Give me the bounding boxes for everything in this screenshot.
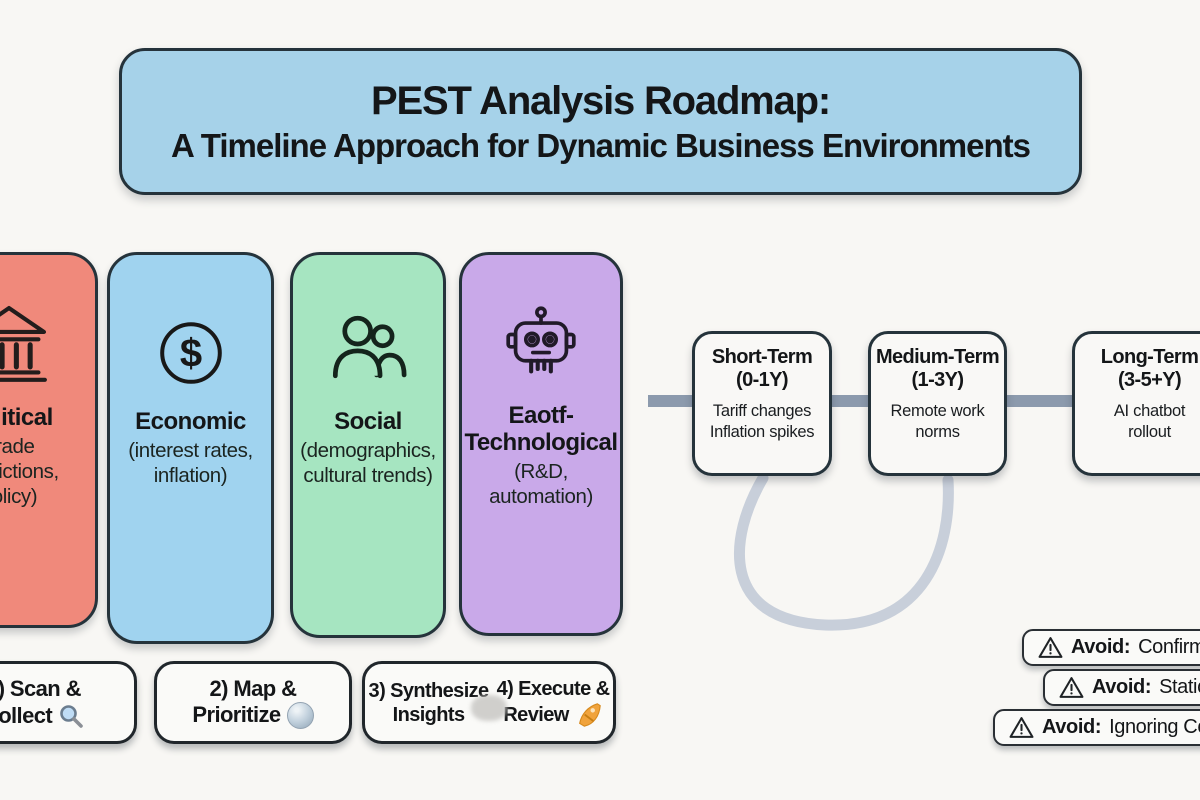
warning-icon <box>1059 676 1084 699</box>
warning-text: Ignoring Connections <box>1109 716 1200 738</box>
warning-ignoring-connections: Avoid: Ignoring Connections <box>993 709 1200 746</box>
step3-line1: 3) Synthesize <box>368 679 490 702</box>
card-economic-title: Economic <box>135 408 246 435</box>
milestone-short-term-detail: Tariff changes Inflation spikes <box>709 402 815 441</box>
step-map-prioritize: 2) Map & Prioritize <box>154 661 352 744</box>
step-synthesize-execute: 3) Synthesize Insights 4) Execute & Revi… <box>362 661 616 744</box>
step2-line2: Prioritize <box>192 702 281 728</box>
milestone-medium-term: Medium-Term (1-3Y) Remote work norms <box>868 331 1007 476</box>
rocket-icon <box>575 701 603 729</box>
card-social-subtitle: (demographics, cultural trends) <box>300 438 436 487</box>
warning-text: Static Planning <box>1159 676 1200 698</box>
card-political-title: Political <box>0 404 53 431</box>
card-technological-title: Eaotf- Technological <box>464 402 618 456</box>
card-social: Social (demographics, cultural trends) <box>290 252 446 638</box>
orb-icon <box>286 702 314 730</box>
card-economic-subtitle: (interest rates, inflation) <box>128 438 253 487</box>
step-scan-collect: 1) Scan & Collect <box>0 661 137 744</box>
people-icon <box>325 307 411 393</box>
svg-text:$: $ <box>179 332 201 376</box>
warning-confirmation-bias: Avoid: Confirmation Bias <box>1022 629 1200 666</box>
step1-line1: 1) Scan & <box>0 676 82 702</box>
step4-line1: 4) Execute & <box>496 677 610 700</box>
milestone-medium-term-detail: Remote work norms <box>890 402 985 441</box>
step1-line2: Collect <box>0 702 53 728</box>
magnifier-icon <box>58 703 84 729</box>
card-technological-subtitle: (R&D, automation) <box>489 459 593 508</box>
card-political: Political (trade restrictions, policy) <box>0 252 98 628</box>
step3-line2: Insights <box>392 703 465 726</box>
card-social-title: Social <box>334 408 402 435</box>
milestone-long-term-title: Long-Term (3-5+Y) <box>1100 346 1199 391</box>
puzzle-icon <box>470 694 507 721</box>
warning-label: Avoid: <box>1042 716 1102 738</box>
warning-icon <box>1009 716 1034 739</box>
step4-line2: Review <box>503 703 569 726</box>
warning-label: Avoid: <box>1071 636 1131 658</box>
step2-line1: 2) Map & <box>209 675 297 701</box>
warning-static-planning: Avoid: Static Planning <box>1043 669 1200 706</box>
page-subtitle: A Timeline Approach for Dynamic Business… <box>171 126 1031 164</box>
milestone-short-term: Short-Term (0-1Y) Tariff changes Inflati… <box>692 331 832 476</box>
card-political-subtitle: (trade restrictions, policy) <box>0 434 59 508</box>
card-technological: Eaotf- Technological (R&D, automation) <box>459 252 623 636</box>
warning-text: Confirmation Bias <box>1138 636 1200 658</box>
milestone-long-term: Long-Term (3-5+Y) AI chatbot rollout <box>1072 331 1200 476</box>
card-economic: $ Economic (interest rates, inflation) <box>107 252 274 644</box>
page-title: PEST Analysis Roadmap: <box>371 78 831 123</box>
milestone-medium-term-title: Medium-Term (1-3Y) <box>875 346 1000 391</box>
dollar-icon: $ <box>151 313 231 393</box>
warning-icon <box>1038 636 1063 659</box>
milestone-short-term-title: Short-Term (0-1Y) <box>711 346 813 391</box>
feedback-loop-arrow <box>734 472 954 631</box>
title-box: PEST Analysis Roadmap: A Timeline Approa… <box>119 48 1082 195</box>
warning-label: Avoid: <box>1092 676 1152 698</box>
robot-icon <box>500 305 582 387</box>
milestone-long-term-detail: AI chatbot rollout <box>1113 402 1186 441</box>
bank-icon <box>0 297 55 389</box>
